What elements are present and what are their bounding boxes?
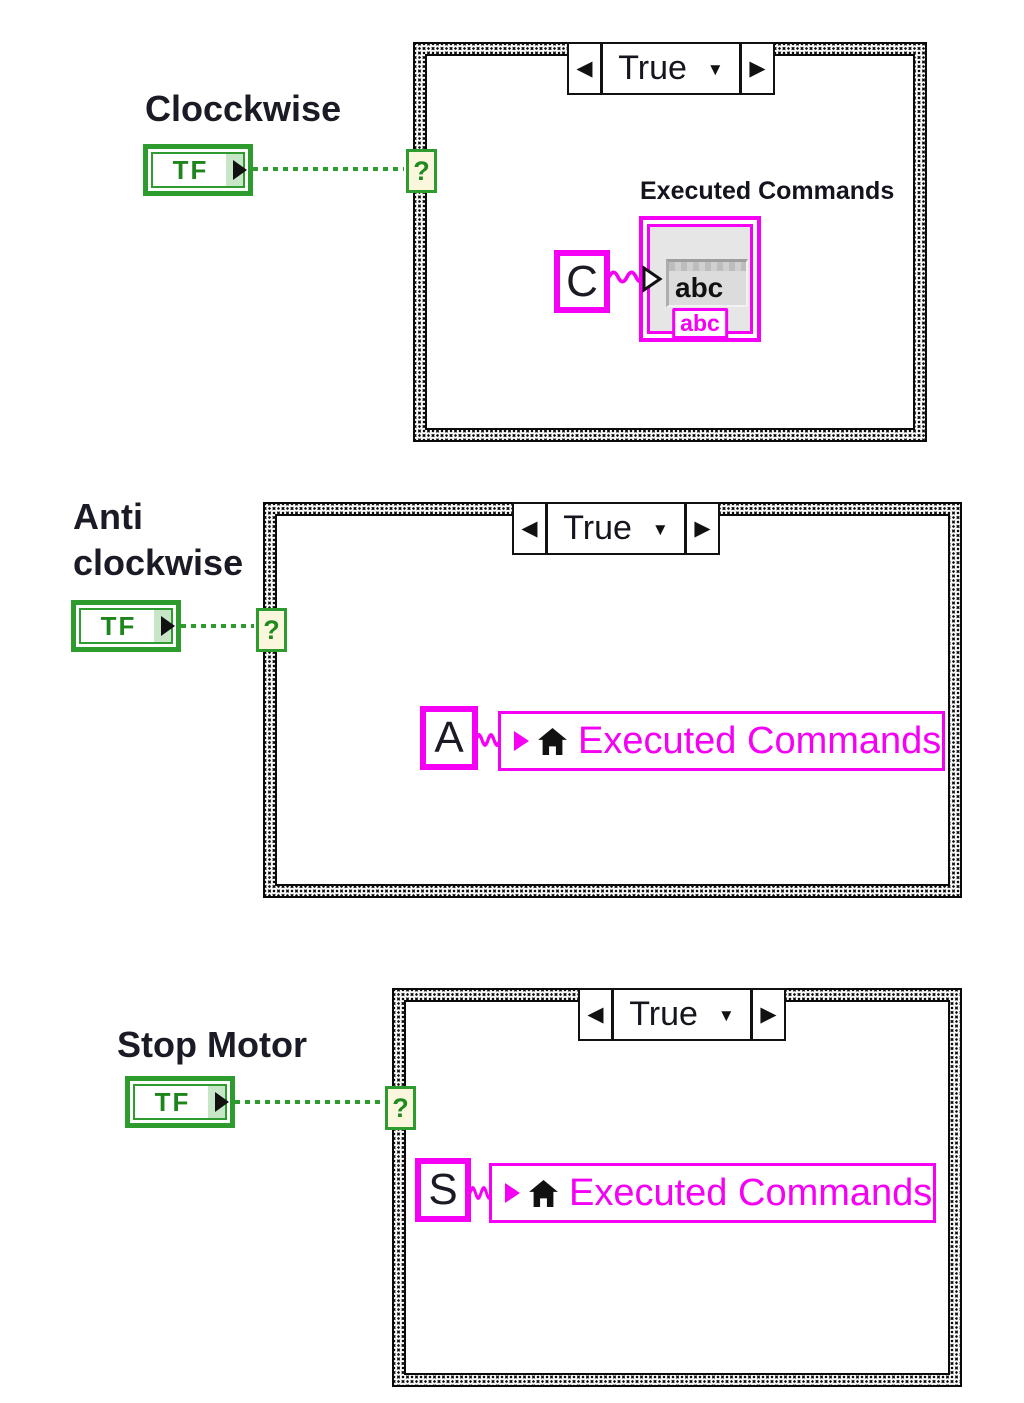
- local-variable-label: Executed Commands: [569, 1171, 933, 1214]
- terminal-arrow-icon: [161, 616, 175, 636]
- case-structure-stop-motor: ◀ True ▼ ▶ ? S Executed Commands: [385, 988, 962, 1387]
- case-selector-terminal[interactable]: ?: [406, 149, 437, 193]
- control-label-stop-motor: Stop Motor: [117, 1024, 307, 1065]
- case-selector-value[interactable]: True: [629, 995, 698, 1033]
- local-variable-label: Executed Commands: [578, 719, 942, 762]
- case-selector-terminal[interactable]: ?: [385, 1086, 416, 1130]
- boolean-terminal-stop-motor[interactable]: TF: [125, 1076, 235, 1128]
- boolean-wire[interactable]: [181, 624, 254, 628]
- case-increment-button[interactable]: ▶: [750, 990, 784, 1039]
- case-dropdown-icon[interactable]: ▼: [706, 60, 724, 79]
- input-arrow-icon: [642, 265, 663, 293]
- case-increment-button[interactable]: ▶: [684, 504, 718, 553]
- control-label-anticlockwise-line2: clockwise: [73, 542, 244, 583]
- boolean-terminal-frame: TF: [79, 608, 175, 644]
- executed-commands-local-variable[interactable]: Executed Commands: [498, 711, 945, 771]
- string-value: abc: [675, 272, 724, 303]
- boolean-terminal-frame: TF: [151, 152, 247, 188]
- case-dropdown-icon[interactable]: ▼: [651, 520, 669, 539]
- case-decrement-button[interactable]: ◀: [569, 44, 603, 93]
- case-selector-value[interactable]: True: [618, 49, 687, 87]
- terminal-arrow-icon: [215, 1092, 229, 1112]
- case-structure-clockwise: ◀ True ▼ ▶ ? Executed Commands C abc abc: [406, 42, 927, 442]
- string-constant-s[interactable]: S: [415, 1158, 471, 1222]
- indicator-label: Executed Commands: [640, 177, 895, 205]
- string-constant-c[interactable]: C: [554, 250, 610, 313]
- write-arrow-icon: [514, 731, 529, 751]
- control-label-clockwise: Clocckwise: [145, 88, 342, 129]
- indicator-frame: abc abc: [642, 224, 753, 339]
- boolean-terminal-anticlockwise[interactable]: TF: [71, 600, 181, 652]
- executed-commands-indicator[interactable]: abc abc: [639, 216, 761, 342]
- case-dropdown-icon[interactable]: ▼: [717, 1006, 735, 1025]
- tf-label: TF: [172, 154, 209, 185]
- control-label-anticlockwise-line1: Anti: [73, 496, 143, 537]
- case-selector[interactable]: ◀ True ▼ ▶: [578, 988, 786, 1041]
- string-constant-a[interactable]: A: [420, 706, 478, 770]
- case-decrement-button[interactable]: ◀: [580, 990, 614, 1039]
- house-icon: [529, 1179, 558, 1207]
- house-icon: [538, 727, 567, 755]
- boolean-terminal-frame: TF: [133, 1084, 229, 1120]
- tf-label: TF: [154, 1086, 191, 1117]
- boolean-terminal-clockwise[interactable]: TF: [143, 144, 253, 196]
- string-type-badge: abc: [672, 308, 728, 339]
- case-structure-anticlockwise: ◀ True ▼ ▶ ? A Executed Commands: [256, 502, 962, 898]
- case-decrement-button[interactable]: ◀: [514, 504, 548, 553]
- case-selector-center[interactable]: True ▼: [603, 44, 739, 93]
- executed-commands-local-variable[interactable]: Executed Commands: [489, 1163, 936, 1223]
- string-wire[interactable]: [476, 733, 500, 747]
- case-selector[interactable]: ◀ True ▼ ▶: [512, 502, 720, 555]
- case-selector[interactable]: ◀ True ▼ ▶: [567, 42, 775, 95]
- string-value-field[interactable]: abc: [666, 259, 748, 307]
- case-selector-center[interactable]: True ▼: [614, 990, 750, 1039]
- case-selector-terminal[interactable]: ?: [256, 608, 287, 652]
- boolean-wire[interactable]: [253, 167, 404, 171]
- tf-label: TF: [100, 610, 137, 641]
- terminal-arrow-icon: [233, 160, 247, 180]
- case-selector-value[interactable]: True: [563, 509, 632, 547]
- string-wire[interactable]: [470, 1186, 492, 1200]
- case-frame: [275, 514, 950, 886]
- write-arrow-icon: [505, 1183, 520, 1203]
- case-increment-button[interactable]: ▶: [739, 44, 773, 93]
- case-selector-center[interactable]: True ▼: [548, 504, 684, 553]
- boolean-wire[interactable]: [235, 1100, 383, 1104]
- string-wire[interactable]: [609, 270, 645, 284]
